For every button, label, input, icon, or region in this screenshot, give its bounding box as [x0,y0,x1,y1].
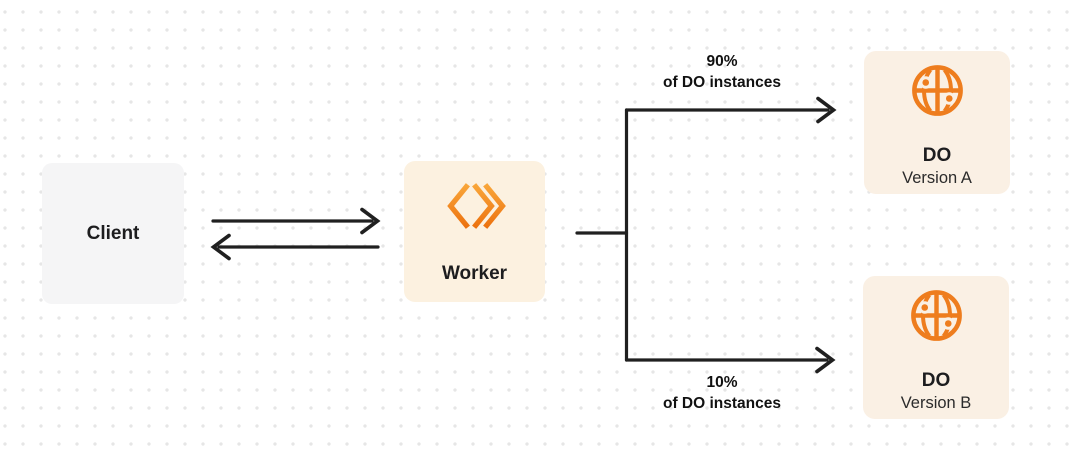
branch-top-percent: 90% [706,53,738,70]
worker-to-client-arrow [210,233,380,261]
client-label: Client [86,222,140,244]
durable-object-globe-icon [908,287,965,349]
client-to-worker-arrow [211,207,381,235]
worker-node: Worker [404,161,545,302]
branch-arrow-to-do-b [624,346,836,374]
do-a-title: DO [922,145,952,166]
do-version-b-node: DO Version B [863,276,1009,419]
branch-label-bottom: 10% of DO instances [622,372,822,414]
do-version-a-node: DO Version A [864,51,1010,194]
do-b-title: DO [921,370,951,391]
branch-split-connector [575,108,629,362]
branch-arrow-to-do-a [624,96,837,124]
branch-bottom-percent: 10% [706,374,738,391]
durable-object-globe-icon [909,62,966,124]
branch-top-caption: of DO instances [663,74,781,91]
branch-bottom-caption: of DO instances [663,395,781,412]
branch-label-top: 90% of DO instances [622,51,822,93]
do-a-subtitle: Version A [902,169,972,187]
client-node: Client [42,163,184,304]
worker-label: Worker [441,263,508,284]
do-b-subtitle: Version B [900,394,972,412]
cloudflare-workers-icon [444,180,506,237]
